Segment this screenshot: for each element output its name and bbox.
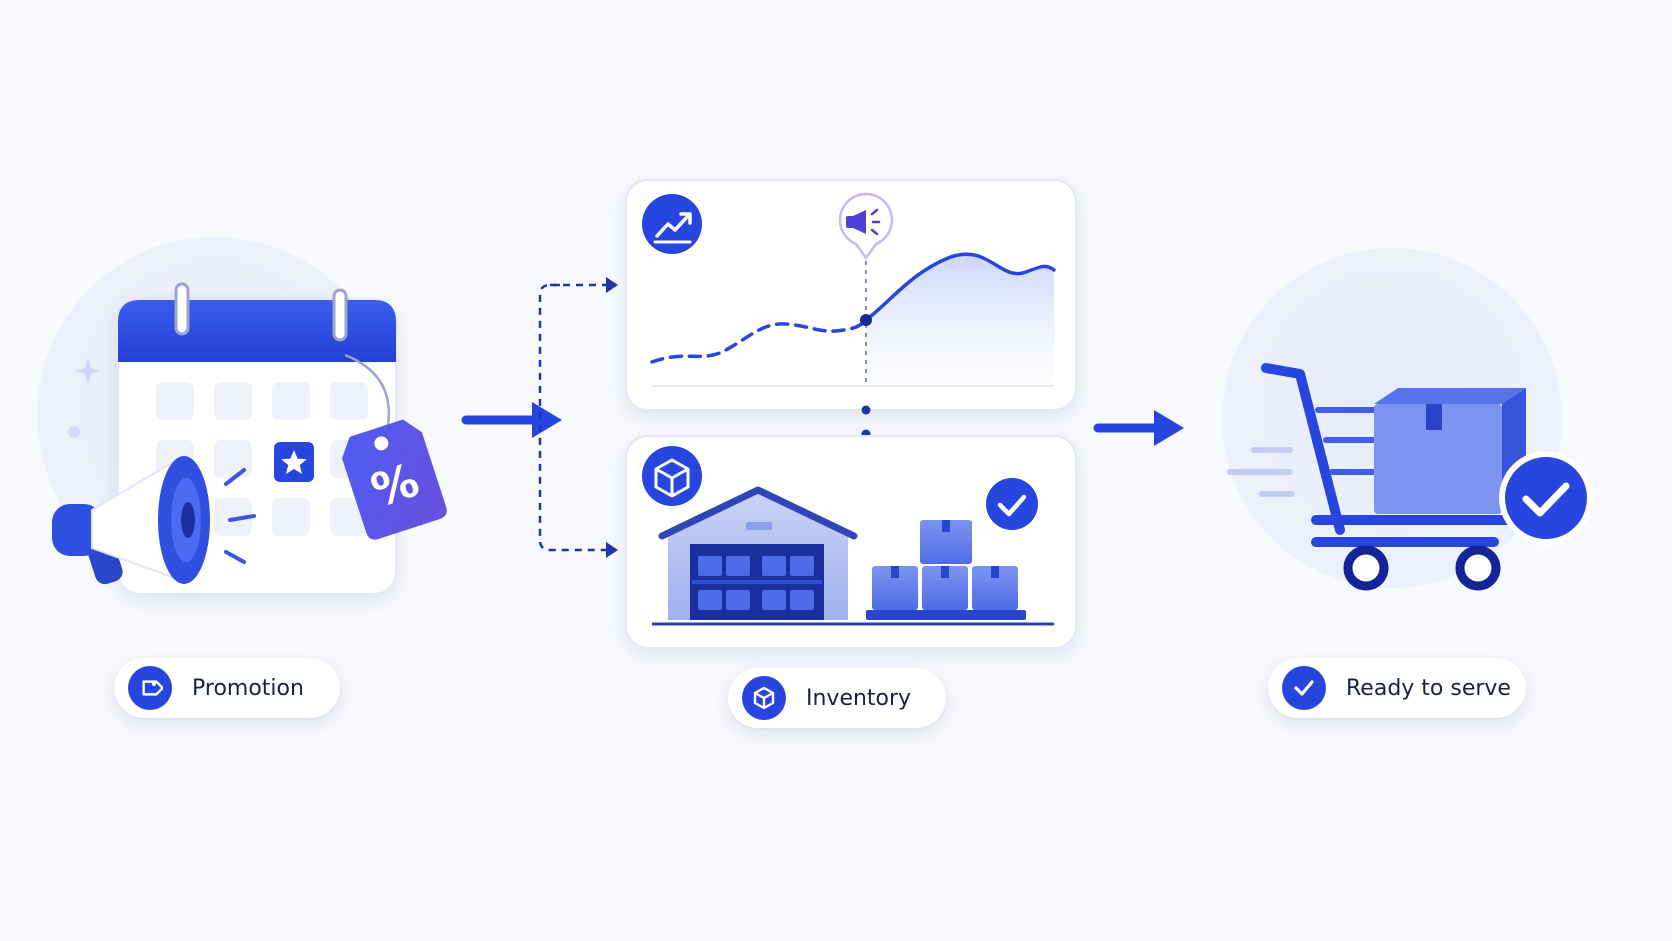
discount-tag-icon: % <box>342 353 447 540</box>
megaphone-icon <box>52 456 256 585</box>
chart-line-after-promotion <box>864 252 1056 322</box>
inventory-label: Inventory <box>806 685 912 711</box>
calendar-rings <box>174 282 348 342</box>
promotion-point <box>860 314 872 326</box>
motion-lines <box>1227 447 1295 497</box>
trend-icon <box>642 194 702 254</box>
ready-label-pill: Ready to serve <box>1268 658 1526 718</box>
starred-day-icon <box>274 442 314 482</box>
decor-dot <box>68 426 80 438</box>
branch-arrowhead-bottom <box>606 542 618 558</box>
demand-chart-card <box>625 179 1077 411</box>
warehouse-icon <box>658 486 858 620</box>
stock-check-icon <box>986 478 1038 530</box>
stacked-boxes-icon <box>866 520 1026 620</box>
branch-arrowhead-top <box>606 277 618 293</box>
flow-arrow-1 <box>461 402 562 438</box>
chart-line-before-promotion <box>650 318 868 364</box>
ready-illustration <box>1222 248 1593 591</box>
promotion-label: Promotion <box>192 675 304 701</box>
shopping-cart-icon <box>1261 363 1526 591</box>
inventory-label-pill: Inventory <box>728 668 946 728</box>
inventory-card <box>625 435 1077 649</box>
price-tag-icon <box>128 666 172 710</box>
flow-arrow-2 <box>1093 410 1184 446</box>
cube-badge-icon <box>642 446 702 506</box>
ready-check-icon <box>1499 451 1593 545</box>
cube-icon <box>742 676 786 720</box>
chart-area-fill <box>866 254 1054 386</box>
branch-connector <box>538 283 612 552</box>
promotion-illustration: % <box>37 237 447 595</box>
checkmark-icon <box>1282 666 1326 710</box>
sparkle-icon <box>75 358 101 384</box>
promotion-label-pill: Promotion <box>114 658 340 718</box>
ready-label: Ready to serve <box>1346 675 1511 701</box>
megaphone-pin-icon <box>838 192 894 261</box>
card-connector-dots <box>861 405 871 439</box>
